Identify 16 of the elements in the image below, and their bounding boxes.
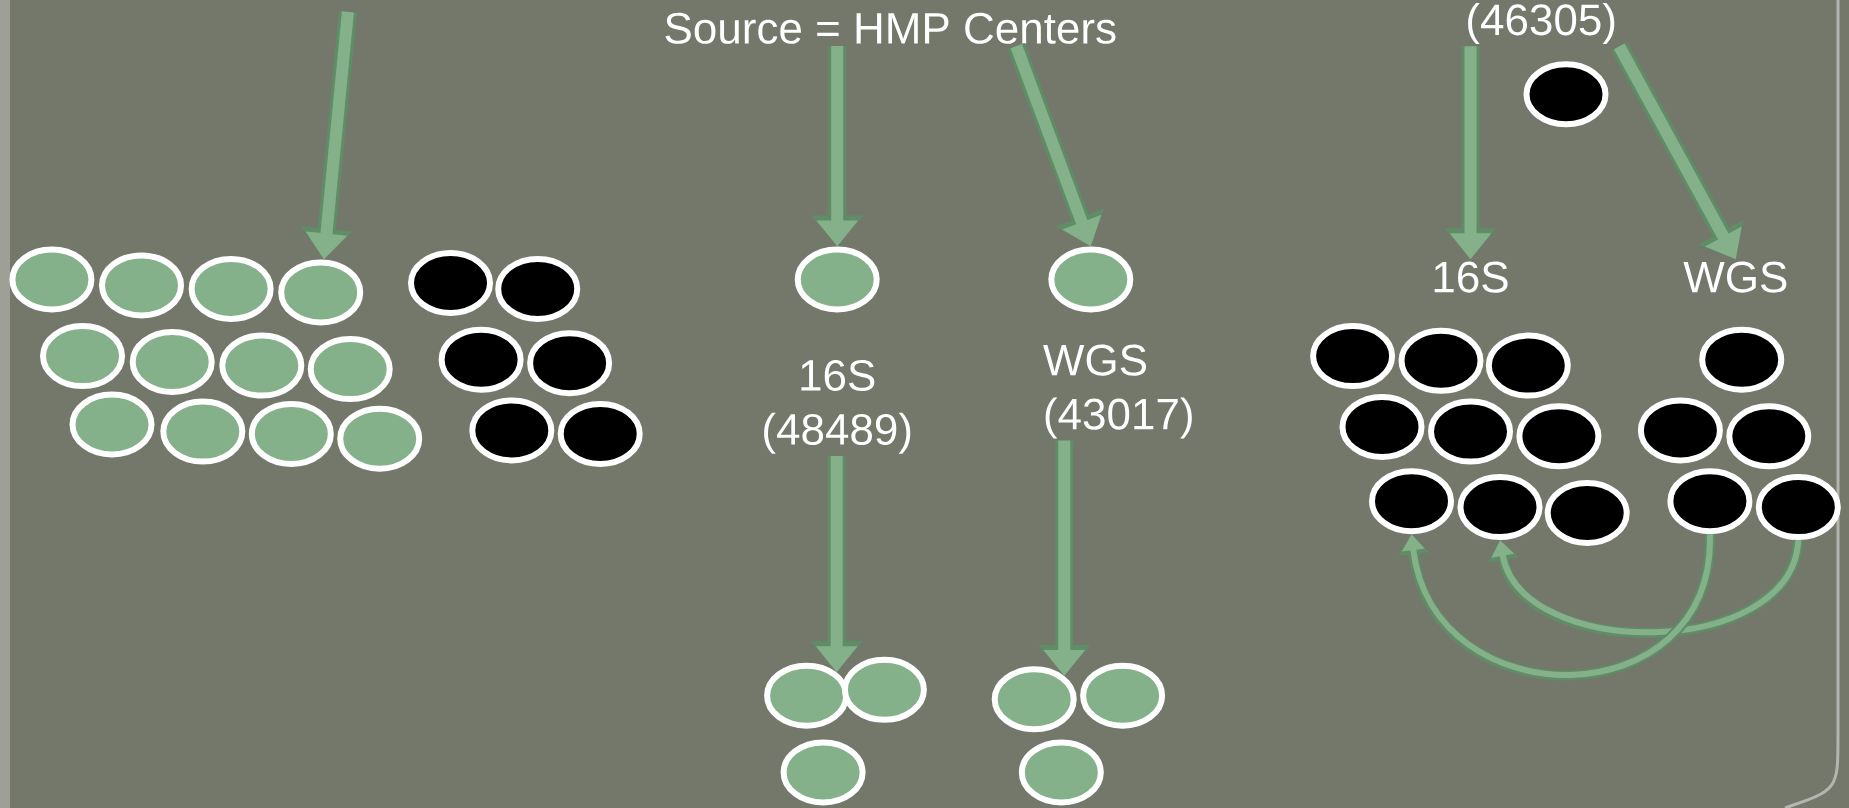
node-label: Source = HMP Centers (665, 12, 1116, 44)
circle (1699, 326, 1785, 393)
circle (991, 666, 1077, 733)
node-label: WGS (1683, 261, 1787, 293)
circle (1018, 739, 1104, 806)
arrow (1398, 533, 1715, 681)
node-label: (46305) (1468, 3, 1615, 45)
circle (780, 739, 866, 806)
node-label: WGS (43017) (1043, 344, 1192, 439)
node-label: 16S (1434, 261, 1508, 293)
node-label: 16S (48489) (764, 359, 911, 454)
arrow (1488, 538, 1804, 638)
circle (764, 662, 850, 729)
circle (1755, 474, 1841, 541)
circle (1080, 662, 1166, 729)
circle (1726, 403, 1812, 470)
